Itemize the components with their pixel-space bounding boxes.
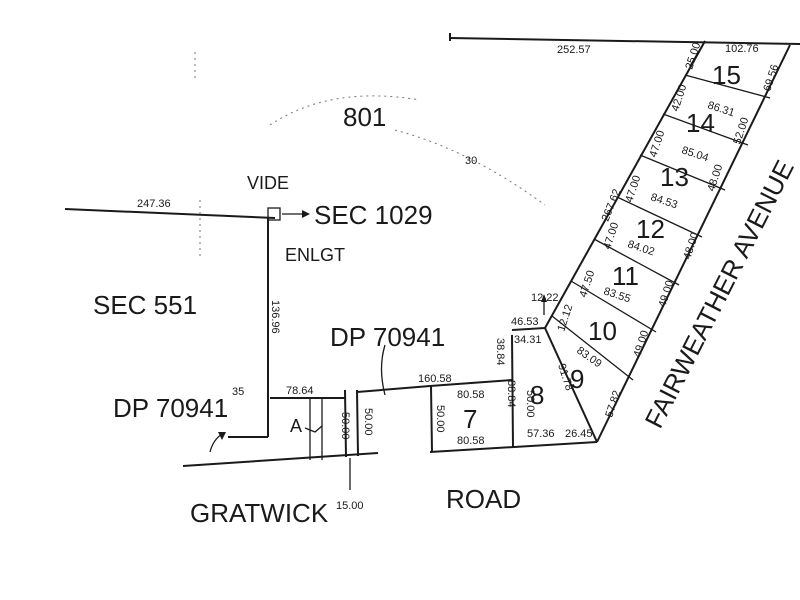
parcel-a-right-line	[344, 389, 347, 458]
vide-marker	[267, 207, 281, 221]
dp-left-label: DP 70941	[113, 393, 228, 423]
lot12-13-line	[639, 154, 726, 191]
dim-47-00-c: 47.00	[601, 221, 621, 251]
enlgt-label: ENLGT	[285, 245, 345, 265]
dim-84-53: 84.53	[649, 191, 679, 211]
avenue-frontage-line	[596, 44, 791, 443]
sec-551-label: SEC 551	[93, 290, 197, 320]
dimension-labels: 252.57 102.76 25.00 69.56 42.00 86.31 52…	[137, 41, 781, 512]
dim-46-53: 46.53	[511, 316, 539, 328]
dim-78-64: 78.64	[286, 385, 314, 397]
left-boundary-line	[64, 208, 276, 219]
lot-14-number: 14	[686, 108, 715, 138]
lot15-rear-tick	[689, 40, 706, 67]
dim-35: 35	[232, 386, 244, 398]
gratwick-road-edge-left	[182, 452, 379, 467]
lot-9-number: 9	[570, 364, 584, 394]
lot-7-number: 7	[463, 404, 477, 434]
dim-160-58: 160.58	[418, 373, 452, 385]
dim-57-82: 57.82	[603, 389, 623, 419]
road-reserve-line	[356, 389, 359, 457]
lot8-lot9-line	[544, 327, 598, 443]
dim-57-36: 57.36	[527, 428, 555, 440]
dp-left-arrow-head	[218, 432, 226, 440]
dim-26-45: 26.45	[565, 428, 593, 440]
dim-38-84: 38.84	[494, 338, 506, 366]
dim-102-76: 102.76	[725, 43, 759, 55]
dim-49-00-a: 49.00	[656, 279, 676, 309]
dim-15-00: 15.00	[336, 500, 364, 512]
dim-48-00-b: 48.00	[681, 231, 701, 261]
sec-1029-label: SEC 1029	[314, 200, 433, 230]
dim-49-00-b: 49.00	[631, 329, 651, 359]
lot-11-number: 11	[612, 261, 639, 291]
vide-label: VIDE	[247, 173, 289, 193]
lot-numbers: 7 8 9 10 11 12 13 14 15	[463, 60, 741, 434]
faint-lines	[194, 52, 546, 260]
road-reserve-top-line	[356, 385, 431, 393]
lot-8-number: 8	[530, 380, 544, 410]
dim-136-96: 136.96	[269, 300, 281, 334]
dim-34-31: 34.31	[514, 334, 542, 346]
road-label: ROAD	[446, 484, 521, 514]
lot8-top-line	[511, 327, 546, 331]
boundary-lines	[64, 33, 800, 467]
gratwick-label: GRATWICK	[190, 498, 329, 528]
top-boundary-line	[449, 37, 800, 45]
dim-69-56: 69.56	[761, 63, 781, 93]
sec1029-arrow-head	[302, 210, 310, 218]
lot8-arrow-head	[541, 294, 547, 302]
dim-25-00: 25.00	[683, 41, 703, 71]
lot7-top-line	[429, 379, 513, 387]
dim-12-12: 12.12	[555, 303, 575, 333]
parcel-a-label: A	[290, 416, 302, 436]
lot-12-number: 12	[636, 214, 665, 244]
lot9-10-line	[570, 280, 657, 333]
dim-12-22: 12.22	[531, 292, 559, 304]
lot10-11-line	[593, 238, 680, 286]
faint-arc-2	[394, 129, 546, 206]
dim-50-00-a2: 50.00	[362, 408, 374, 436]
faint-arc-1	[269, 95, 421, 126]
lot11-12-line	[616, 196, 703, 238]
parcel-a-arrow	[304, 425, 323, 433]
dim-88-84: 88.84	[505, 380, 517, 408]
lot-10-number: 10	[588, 316, 617, 346]
dp-main-arrow-shaft	[380, 344, 386, 396]
dp-main-label: DP 70941	[330, 322, 445, 352]
dp-left-arrow-shaft	[209, 433, 223, 453]
dim-267-62: 267.62	[600, 187, 624, 223]
lot13-14-line	[662, 113, 749, 146]
arrows	[209, 210, 547, 490]
parcel-801-label: 801	[343, 102, 386, 132]
dim-50-00-a1: 50.00	[339, 412, 351, 440]
dim-47-00-a: 47.00	[647, 129, 667, 159]
dim-247-36: 247.36	[137, 198, 171, 210]
dim-252-57: 252.57	[557, 44, 591, 56]
dim-50-00-lot7: 50.00	[434, 405, 446, 433]
lot14-15-line	[684, 74, 771, 99]
lot7-lot8-line	[511, 334, 514, 448]
dim-80-58-bottom: 80.58	[457, 435, 485, 447]
dim-47-00-b: 47.00	[623, 174, 643, 204]
rear-boundary-line	[544, 40, 706, 329]
lot-15-number: 15	[712, 60, 741, 90]
lot7-left-line	[430, 385, 433, 453]
dim-80-58-top: 80.58	[457, 389, 485, 401]
road-edge-right	[429, 441, 598, 453]
dim-50-00-lot8: 50.00	[524, 390, 536, 418]
lot8-9-line	[551, 315, 634, 381]
dim-30: 30	[465, 155, 477, 167]
lot-13-number: 13	[660, 162, 689, 192]
